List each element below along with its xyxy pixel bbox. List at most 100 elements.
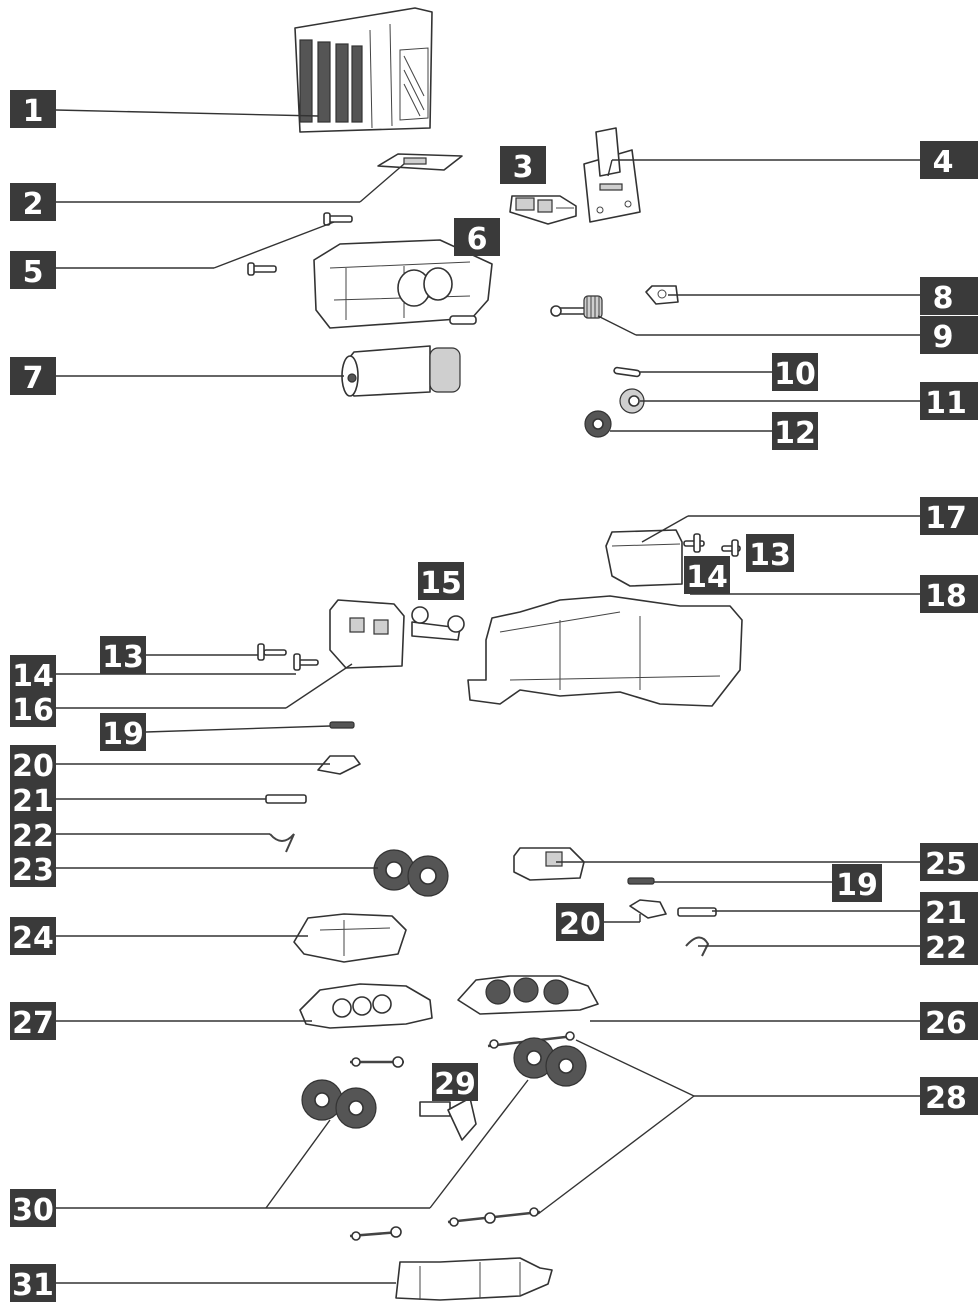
callout-10: 10 (772, 353, 818, 392)
part-21-slide-drawing (265, 794, 717, 917)
callout-30: 30 (10, 1189, 56, 1228)
callout-16: 16 (10, 689, 56, 728)
svg-text:30: 30 (12, 1193, 54, 1228)
svg-text:23: 23 (12, 853, 54, 888)
part-23-wheelset-drawing (373, 849, 449, 897)
svg-text:14: 14 (12, 659, 54, 694)
callout-4: 4 (920, 141, 978, 180)
svg-text:20: 20 (559, 907, 601, 942)
svg-text:21: 21 (925, 896, 967, 931)
svg-text:19: 19 (102, 717, 144, 752)
part-8-block-drawing (645, 285, 679, 305)
part-7-motor-drawing (341, 345, 461, 397)
part-12-gear-drawing (584, 410, 612, 438)
svg-text:18: 18 (925, 579, 967, 614)
callout-22-right: 22 (920, 927, 978, 966)
part-20-coupler-drawing (317, 755, 667, 919)
callout-6: 6 (454, 218, 500, 257)
svg-text:10: 10 (774, 357, 816, 392)
callout-14-left: 14 (10, 655, 56, 694)
part-13-14-upper-screws-drawing (683, 533, 741, 557)
callout-20-right: 20 (556, 903, 604, 942)
callout-26: 26 (920, 1002, 978, 1041)
svg-text:6: 6 (467, 222, 488, 257)
leader-lines (55, 109, 920, 1284)
callout-29: 29 (432, 1063, 478, 1102)
part-13-14-left-screws-drawing (257, 643, 319, 671)
svg-text:31: 31 (12, 1268, 54, 1303)
callout-13-upper: 13 (746, 534, 794, 573)
callout-17: 17 (920, 497, 978, 536)
svg-text:22: 22 (12, 819, 54, 854)
callout-3: 3 (500, 146, 546, 185)
svg-text:5: 5 (23, 255, 44, 290)
callout-21-right: 21 (920, 892, 978, 931)
callout-14-upper: 14 (684, 556, 730, 595)
svg-text:11: 11 (925, 386, 967, 421)
callout-28: 28 (920, 1077, 978, 1116)
callout-22-left: 22 (10, 815, 56, 854)
callout-19-right: 19 (832, 864, 882, 903)
svg-text:17: 17 (925, 501, 967, 536)
part-27-bogie-drawing (299, 983, 433, 1029)
svg-text:19: 19 (836, 868, 878, 903)
svg-text:12: 12 (774, 416, 816, 451)
svg-text:16: 16 (12, 693, 54, 728)
svg-text:1: 1 (23, 94, 44, 129)
callout-8: 8 (920, 277, 978, 316)
callout-27: 27 (10, 1002, 56, 1041)
svg-text:4: 4 (933, 145, 954, 180)
part-31-frame-drawing (395, 1257, 553, 1301)
svg-text:27: 27 (12, 1006, 54, 1041)
svg-text:20: 20 (12, 749, 54, 784)
callout-9: 9 (920, 316, 978, 355)
part-25-block-drawing (513, 847, 585, 881)
svg-text:13: 13 (749, 538, 791, 573)
part-16-block-drawing (329, 599, 405, 669)
callout-13-left: 13 (100, 636, 146, 675)
svg-text:26: 26 (925, 1006, 967, 1041)
callout-19-left: 19 (100, 713, 146, 752)
svg-text:3: 3 (513, 150, 534, 185)
part-22-hook-drawing (269, 833, 710, 957)
part-15-bracket-drawing (411, 606, 465, 641)
callout-20-left: 20 (10, 745, 56, 784)
part-24-bogie-drawing (293, 913, 407, 963)
part-18-chassis-drawing (467, 595, 743, 707)
part-28-rods-drawing (349, 1031, 575, 1241)
part-11-gear-drawing (619, 388, 645, 414)
callout-23: 23 (10, 849, 56, 888)
svg-text:13: 13 (102, 640, 144, 675)
svg-text:15: 15 (420, 566, 462, 601)
callout-18: 18 (920, 575, 978, 614)
part-3-board-drawing (509, 195, 577, 225)
svg-text:8: 8 (933, 281, 954, 316)
part-5-screws-drawing (247, 212, 353, 276)
callout-12: 12 (772, 412, 818, 451)
part-29-crank-drawing (419, 1097, 477, 1141)
callout-31: 31 (10, 1264, 56, 1303)
svg-text:28: 28 (925, 1081, 967, 1116)
part-19-spring-drawing (329, 721, 655, 885)
callout-24: 24 (10, 917, 56, 956)
callout-1: 1 (10, 90, 56, 129)
svg-text:24: 24 (12, 921, 54, 956)
svg-text:25: 25 (925, 847, 967, 882)
part-4-pcb-drawing (583, 127, 641, 223)
callout-7: 7 (10, 357, 56, 396)
part-9-worm-drawing (550, 295, 603, 319)
part-2-plate-drawing (377, 153, 463, 171)
svg-text:29: 29 (434, 1067, 476, 1102)
svg-text:7: 7 (23, 361, 44, 396)
part-10-pin-drawing (613, 366, 641, 378)
part-26-gear-bogie-drawing (457, 975, 599, 1015)
callout-11: 11 (920, 382, 978, 421)
svg-text:9: 9 (933, 320, 954, 355)
part-1-body-drawing (294, 7, 433, 133)
callout-21-left: 21 (10, 780, 56, 819)
svg-text:14: 14 (686, 560, 728, 595)
svg-text:21: 21 (12, 784, 54, 819)
callout-15: 15 (418, 562, 464, 601)
svg-text:2: 2 (23, 187, 44, 222)
